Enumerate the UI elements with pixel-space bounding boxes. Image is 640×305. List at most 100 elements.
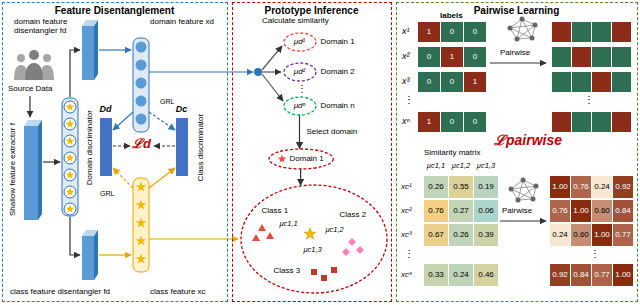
matrix-cell: 0.24 (550, 224, 570, 246)
pairwise-label-matrix (572, 22, 591, 42)
node-text: Domain 2 (321, 67, 355, 76)
extractor-block (94, 20, 98, 80)
people-icon (14, 50, 54, 80)
graph-icon (520, 17, 525, 22)
flow-arrow (262, 74, 283, 101)
prototype-marker (356, 246, 364, 254)
matrix-cell: 1.00 (592, 224, 612, 246)
shared-feature-column (66, 171, 75, 179)
flow-arrow (70, 50, 80, 97)
graph-icon (521, 178, 526, 183)
ellipsis: ⋮ (590, 248, 600, 260)
flow-arrow (149, 71, 253, 72)
selected-domain: Domain 1 (268, 148, 334, 170)
class-feature-column (136, 200, 147, 210)
shared-feature-column (64, 101, 76, 113)
prototype-marker (311, 269, 317, 275)
graph-icon (516, 198, 521, 203)
matrix-cell: 0 (464, 112, 486, 132)
row-label: xⁿ (402, 116, 410, 126)
extractor-block (24, 20, 98, 280)
ellipse-outline (284, 97, 316, 115)
row-label: x³ (402, 76, 410, 86)
node-text: μd¹ (283, 37, 317, 46)
extractor-block (82, 236, 94, 280)
pairwise-label-matrix (552, 22, 571, 42)
shared-feature-column (66, 120, 75, 128)
node-text: Domain 1 (290, 154, 324, 163)
node-text: μc1,2 (326, 226, 344, 235)
matrix-cell: 0.92 (613, 176, 633, 198)
ellipse-outline (240, 184, 388, 294)
extractor-block (38, 120, 42, 220)
domain-feature-column (133, 38, 149, 132)
class-region: Class 1Class 2Class 3μc1,1μc1,2μc1,3 (240, 184, 388, 294)
matrix-cell: 0.76 (424, 200, 448, 222)
flow-arrow (113, 168, 133, 188)
matrix-cell: 0 (441, 112, 463, 132)
flow-arrow (70, 217, 80, 255)
matrix-cell: 0.26 (449, 224, 473, 246)
column-header: μc1,1 (427, 162, 445, 171)
pairwise-label-matrix (592, 47, 611, 67)
matrix-cell: 1 (418, 112, 440, 132)
pairwise-label-matrix (592, 72, 611, 92)
shared-feature-column (66, 103, 75, 111)
loss-label: ℒpairwise (494, 132, 562, 148)
matrix-cell: 0.60 (571, 224, 591, 246)
graph-icon (509, 187, 514, 192)
matrix-cell: 1 (418, 22, 440, 42)
shared-feature-column (66, 137, 75, 145)
prototype-marker (321, 275, 327, 281)
flow-arrow (149, 168, 175, 188)
ellipse-outline (284, 33, 316, 51)
node-text: Class 3 (274, 266, 301, 275)
node-text: Dd (94, 104, 118, 114)
flow-arrow (29, 96, 30, 117)
prototype-marker (266, 232, 274, 239)
panel-title: Prototype Inference (233, 5, 390, 17)
stage-panel: Prototype Inferenceμd¹Domain 1μd²Domain … (232, 2, 392, 302)
node-text: Domain n (321, 101, 355, 110)
column-header: μc1,2 (452, 162, 470, 171)
component-label: Shallow feature extractor f (7, 124, 16, 217)
matrix-cell: 0.27 (449, 200, 473, 222)
matrix-title: labels (440, 11, 463, 20)
component-label: Domain discriminator (85, 110, 94, 185)
class-feature-column (136, 218, 147, 228)
flow-arrow (43, 161, 60, 162)
people-icon (25, 63, 43, 80)
class-feature-column (133, 178, 149, 272)
shared-feature-column (64, 186, 76, 198)
people-icon (17, 54, 25, 62)
prototype-marker (278, 155, 287, 163)
grl-label: GRL (100, 190, 114, 198)
query-point (254, 68, 262, 76)
domain-feature-column (133, 38, 149, 132)
class-feature-column (136, 182, 147, 192)
flow-arrow (149, 112, 175, 130)
node-text: Class 1 (262, 206, 289, 215)
prototype-marker (331, 267, 337, 273)
matrix-cell: 1.00 (613, 264, 633, 286)
pairwise-label-matrix (612, 47, 631, 67)
matrix-cell: 0 (418, 47, 440, 67)
pairwise-label-matrix (612, 112, 631, 132)
matrix-cell: 0.92 (550, 264, 570, 286)
matrix-cell: 0.76 (550, 200, 570, 222)
ellipse-outline (241, 185, 387, 293)
domain-prototype: μd¹Domain 1 (283, 32, 317, 52)
flow-arrow (149, 238, 238, 239)
matrix-cell: 0.77 (592, 264, 612, 286)
domain-prototype: μdⁿDomain n (283, 96, 317, 116)
node-text: μd² (283, 67, 317, 76)
matrix-cell: 0.06 (474, 200, 498, 222)
pairwise-label-matrix (552, 72, 571, 92)
matrix-cell: 0 (441, 22, 463, 42)
domain-prototype: μd²Domain 2 (283, 62, 317, 82)
connector-arrow (300, 169, 301, 186)
prototype-marker (342, 248, 350, 256)
input-label: Source Data (8, 84, 52, 93)
matrix-cell: 1.00 (571, 200, 591, 222)
